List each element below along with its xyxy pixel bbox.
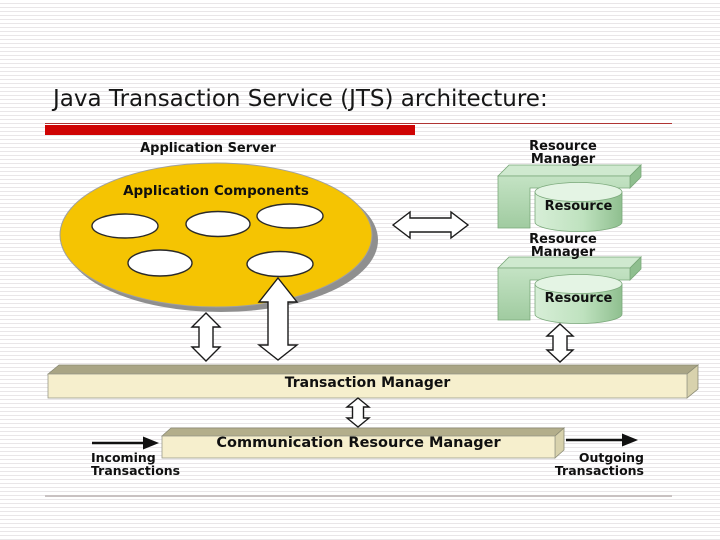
outgoing-transactions-label: Outgoing Transactions [554,450,644,478]
double-arrow-components-resources-icon [391,210,470,240]
resource-manager-top-shape [497,164,642,232]
resource-cylinder [534,192,623,232]
communication-resource-manager-bar [160,427,566,459]
incoming-transactions-label: Incoming Transactions [91,450,181,478]
transaction-manager-bar [46,364,700,399]
component-oval [246,250,314,278]
component-oval [91,213,159,239]
slide-title: Java Transaction Service (JTS) architect… [53,86,548,112]
title-underline-thin [45,123,672,124]
double-arrow-components-tm-large-icon [256,276,300,361]
resource-manager-top-label: Resource Manager [529,139,597,167]
application-server-label: Application Server [140,141,276,156]
transaction-manager-label: Transaction Manager [284,375,451,391]
communication-resource-manager-label: Communication Resource Manager [216,435,501,451]
resource-cylinder [534,284,623,324]
component-oval [127,249,193,277]
double-arrow-resource-tm-icon [545,323,575,363]
title-underline-bar [45,125,415,135]
application-components-label: Application Components [123,183,309,199]
outgoing-arrow-icon [566,433,638,447]
footer-rule [45,495,672,497]
component-oval [185,210,251,238]
resource-top-label: Resource [544,199,613,214]
double-arrow-components-tm-small-icon [190,312,222,362]
incoming-arrow-icon [92,436,159,450]
double-arrow-tm-crm-icon [345,397,371,428]
application-components-ellipse [59,162,378,312]
component-oval [256,203,324,229]
resource-bottom-label: Resource [544,291,613,306]
resource-manager-bottom-shape [497,256,642,324]
resource-manager-bottom-label: Resource Manager [529,232,597,260]
